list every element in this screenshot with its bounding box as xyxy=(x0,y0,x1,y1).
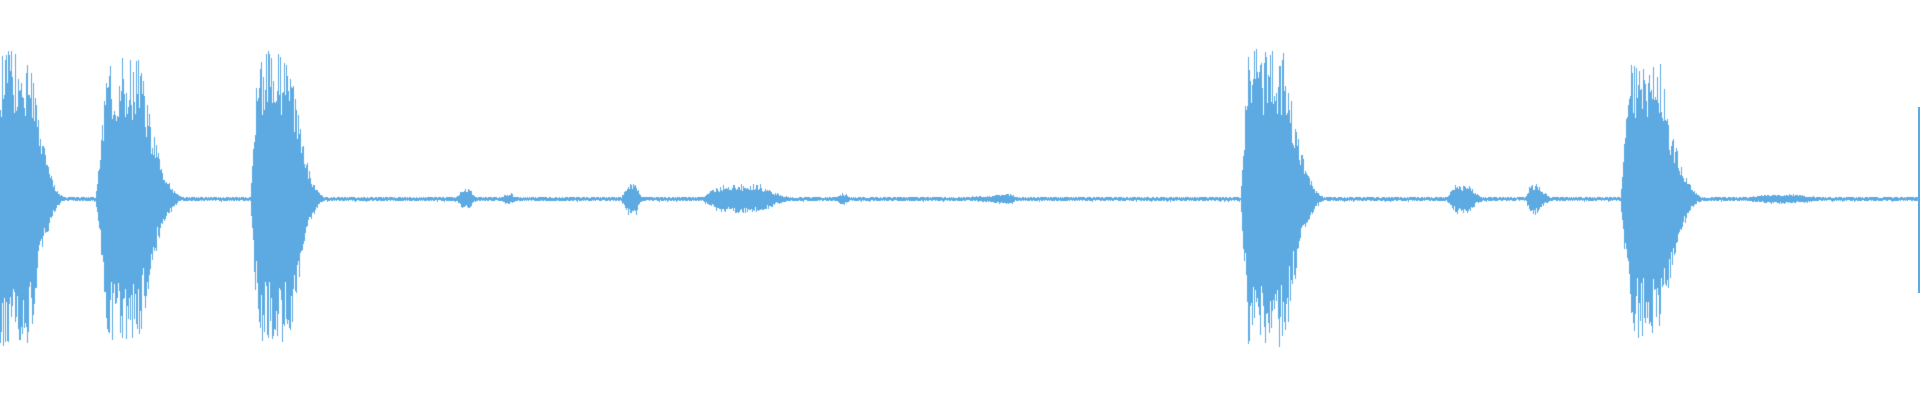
playhead-cursor[interactable] xyxy=(1918,107,1920,293)
